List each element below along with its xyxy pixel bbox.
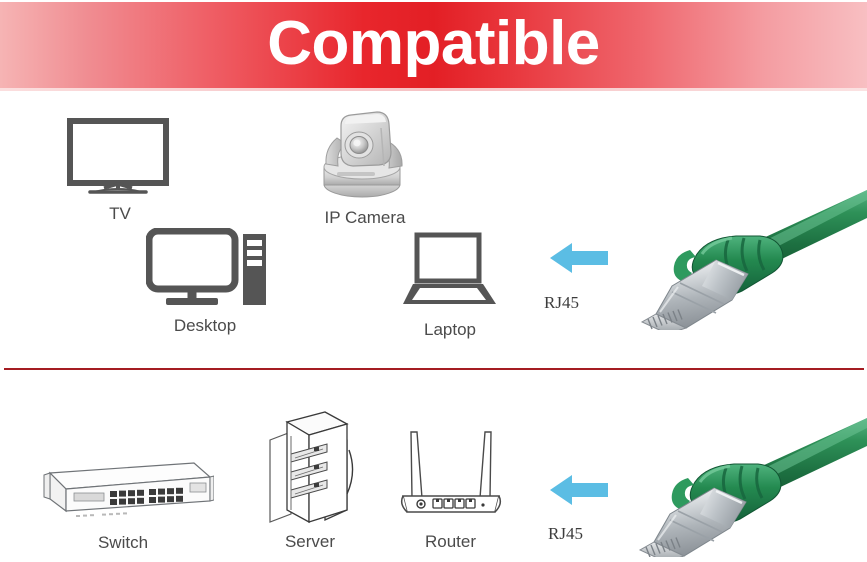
tv-icon <box>66 118 170 196</box>
device-label-tv: TV <box>109 204 131 223</box>
device-label-desktop: Desktop <box>173 316 237 335</box>
header-banner: Compatible <box>0 2 867 88</box>
ethernet-cable-icon-bottom <box>612 418 867 562</box>
network-switch-icon <box>32 455 214 527</box>
laptop-icon <box>403 232 499 310</box>
device-tv: TV <box>60 118 180 223</box>
device-desktop: Desktop <box>140 228 270 338</box>
device-server: Server <box>255 410 365 555</box>
device-label-ip-camera: IP Camera <box>324 208 406 227</box>
device-label-switch: Switch <box>97 533 149 552</box>
device-ip-camera: IP Camera <box>280 110 450 230</box>
ip-camera-icon <box>307 110 417 204</box>
device-laptop: Laptop <box>400 232 500 339</box>
banner-bottom-edge <box>0 88 867 91</box>
device-label-laptop: Laptop <box>424 320 476 339</box>
desktop-icon <box>146 228 268 310</box>
rj45-label-bottom: RJ45 <box>548 524 583 543</box>
page-title: Compatible <box>267 9 600 78</box>
arrow-left-icon-bottom <box>548 470 610 515</box>
rj45-label-top: RJ45 <box>544 293 579 312</box>
section-divider <box>4 368 864 370</box>
device-label-router: Router <box>424 532 477 551</box>
arrow-left-icon-top <box>548 238 610 283</box>
device-switch: Switch <box>28 455 218 555</box>
ethernet-cable-icon-top <box>620 188 867 335</box>
router-icon <box>395 420 507 532</box>
device-router: Router <box>388 420 513 555</box>
server-rack-icon <box>265 410 357 528</box>
device-label-server: Server <box>284 532 336 551</box>
